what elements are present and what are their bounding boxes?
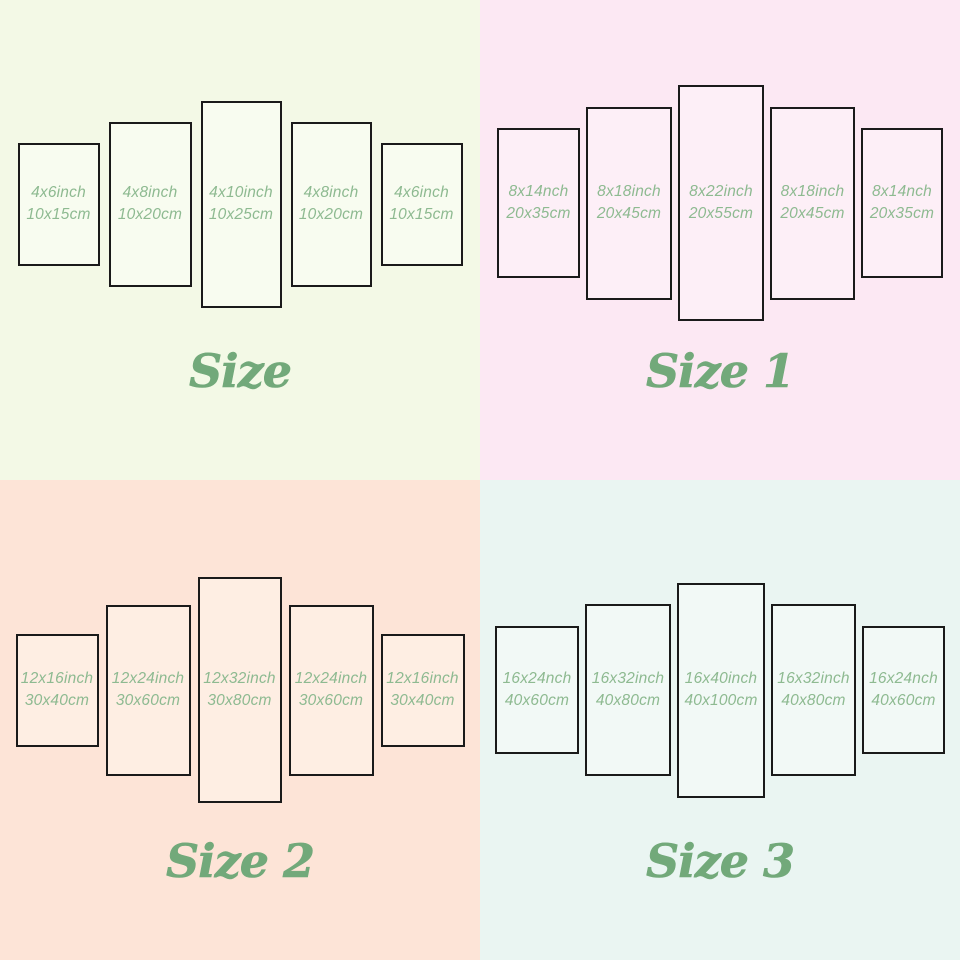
- quadrant-size-2: 12x16inch 30x40cm 12x24inch 30x60cm 12x32inc…: [0, 480, 480, 960]
- panel-cm-label: 10x20cm: [298, 206, 364, 223]
- panel-inch-label: 12x32inch: [203, 669, 276, 687]
- size-panel: 12x32inch 30x80cm: [197, 577, 282, 803]
- panel-inch-label: 16x32inch: [591, 669, 665, 687]
- quadrant-size: 4x6inch 10x15cm 4x8inch 10x20cm 4x10inch 10x2…: [0, 0, 480, 480]
- panel-cm-label: 30x80cm: [207, 692, 272, 709]
- size-panel: 8x18inch 20x45cm: [586, 106, 672, 300]
- panel-inch-label: 4x8inch: [122, 183, 178, 201]
- size-panel: 8x22inch 20x55cm: [678, 85, 764, 321]
- panel-cm-label: 40x80cm: [781, 692, 846, 709]
- panel-cm-label: 20x35cm: [869, 205, 935, 222]
- quadrant-size-3: 16x24nch 40x60cm 16x32inch 40x80cm 16x40inch…: [480, 480, 960, 960]
- size-panel: 16x32inch 40x80cm: [585, 604, 671, 776]
- panel-inch-label: 8x22inch: [689, 182, 753, 200]
- size-panel: 16x24nch 40x60cm: [862, 626, 945, 754]
- panel-cm-label: 20x45cm: [596, 205, 662, 222]
- panel-cm-label: 30x40cm: [24, 692, 90, 709]
- panel-cm-label: 40x60cm: [871, 692, 936, 709]
- size-panel: 8x14nch 20x35cm: [861, 128, 943, 278]
- size-2-title: Size 2: [165, 834, 316, 889]
- panel-inch-label: 8x18inch: [780, 182, 845, 200]
- size-1-title: Size 1: [645, 344, 796, 399]
- size-panel: 12x16inch 30x40cm: [15, 633, 99, 747]
- panel-cm-label: 20x55cm: [688, 205, 754, 222]
- panel-inch-label: 8x14nch: [871, 182, 932, 200]
- panel-inch-label: 16x40inch: [684, 669, 758, 687]
- size-panel: 16x24nch 40x60cm: [495, 626, 579, 754]
- size-panel: 16x32inch 40x80cm: [771, 604, 856, 776]
- size-panel: 4x10inch 10x25cm: [200, 100, 282, 308]
- quadrant-size-1: 8x14nch 20x35cm 8x18inch 20x45cm 8x22inch 20x…: [480, 0, 960, 480]
- panel-cm-label: 10x15cm: [26, 206, 91, 223]
- size-panel: 12x16inch 30x40cm: [380, 633, 465, 747]
- panel-inch-label: 12x16inch: [386, 669, 459, 687]
- size-panel: 4x8inch 10x20cm: [290, 121, 372, 287]
- panel-cm-label: 40x100cm: [684, 692, 758, 709]
- panel-inch-label: 8x14nch: [508, 182, 569, 200]
- size-panel: 16x40inch 40x100cm: [677, 582, 765, 798]
- size-3-title: Size 3: [645, 834, 796, 889]
- panel-inch-label: 4x10inch: [209, 183, 273, 201]
- panel-cm-label: 10x20cm: [117, 206, 183, 223]
- panel-inch-label: 4x8inch: [303, 183, 359, 201]
- size-panel: 4x8inch 10x20cm: [108, 121, 192, 287]
- panel-cm-label: 10x15cm: [389, 206, 454, 223]
- size-panel: 12x24inch 30x60cm: [105, 604, 191, 776]
- panel-cm-label: 10x25cm: [208, 206, 274, 223]
- panel-inch-label: 12x24inch: [111, 669, 185, 687]
- panel-inch-label: 16x24nch: [502, 669, 572, 687]
- size-panel: 4x6inch 10x15cm: [17, 142, 100, 266]
- panel-inch-label: 4x6inch: [31, 183, 86, 201]
- panel-inch-label: 16x32inch: [777, 669, 850, 687]
- panel-cm-label: 20x35cm: [506, 205, 571, 222]
- panel-cm-label: 40x60cm: [504, 692, 570, 709]
- size-panel: 4x6inch 10x15cm: [380, 142, 463, 266]
- panel-inch-label: 4x6inch: [394, 183, 449, 201]
- panel-inch-label: 12x24inch: [294, 669, 368, 687]
- panel-cm-label: 40x80cm: [595, 692, 661, 709]
- size-panel: 8x14nch 20x35cm: [497, 128, 580, 278]
- panel-inch-label: 8x18inch: [597, 182, 661, 200]
- panel-inch-label: 12x16inch: [20, 669, 94, 687]
- panel-cm-label: 20x45cm: [780, 205, 845, 222]
- size-panel: 8x18inch 20x45cm: [770, 106, 855, 300]
- panel-inch-label: 16x24nch: [869, 669, 938, 687]
- size-panel: 12x24inch 30x60cm: [288, 604, 374, 776]
- panel-cm-label: 30x60cm: [298, 692, 364, 709]
- panel-cm-label: 30x40cm: [390, 692, 455, 709]
- panel-cm-label: 30x60cm: [115, 692, 181, 709]
- size-title: Size: [188, 344, 293, 399]
